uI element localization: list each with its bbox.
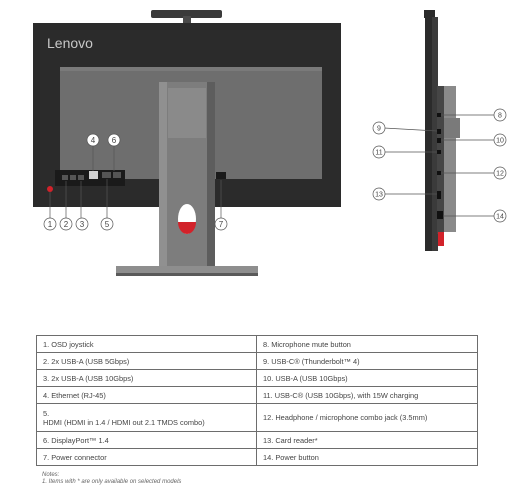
table-row: 7. Power connector 14. Power button [36,448,478,466]
callout-2-label: 2 [64,220,69,229]
side-stand [444,86,456,232]
callout-4 [86,133,100,147]
callout-10 [493,133,507,147]
callout-11 [372,145,386,159]
notes: Notes: 1. Items with * are only availabl… [42,472,181,486]
callout-9-label: 9 [377,126,381,133]
stand-base [116,266,258,276]
displayport-port [113,172,121,178]
callout-13 [372,187,386,201]
table-cell: 5. HDMI (HDMI in 1.4 / HDMI out 2.1 TMDS… [36,403,257,432]
usb-a-port [78,175,84,180]
table-cell: 2. 2x USB-A (USB 5Gbps) [36,352,257,370]
table-row: 3. 2x USB-A (USB 10Gbps) 10. USB-A (USB … [36,369,478,387]
table-cell: 4. Ethernet (RJ-45) [36,386,257,404]
table-cell: 12. Headphone / microphone combo jack (3… [256,403,478,432]
product-illustration: Lenovo [33,10,507,276]
osd-joystick [47,186,53,192]
callout-5-label: 5 [105,220,110,229]
power-connector [216,172,226,179]
callout-5 [100,217,114,231]
table-row: 4. Ethernet (RJ-45) 11. USB-C® (USB 10Gb… [36,386,478,404]
callout-14-label: 14 [496,214,504,221]
callout-1-label: 1 [48,220,53,229]
table-cell: 14. Power button [256,448,478,466]
callout-11-label: 11 [375,150,382,157]
table-cell: 8. Microphone mute button [256,335,478,353]
table-cell: 10. USB-A (USB 10Gbps) [256,369,478,387]
table-row: 2. 2x USB-A (USB 5Gbps) 9. USB-C® (Thund… [36,352,478,370]
callout-10-label: 10 [496,138,504,145]
notes-heading: Notes: [42,472,60,478]
callout-13-label: 13 [375,192,383,199]
callout-8 [493,108,507,122]
callout-7-label: 7 [219,220,224,229]
brand-logo: Lenovo [47,35,93,51]
callout-6 [107,133,121,147]
monitor-side-view: 8 9 10 11 12 13 14 [372,10,507,251]
callout-8-label: 8 [498,113,502,120]
callout-12 [493,166,507,180]
webcam [151,10,222,18]
table-cell: 1. OSD joystick [36,335,257,353]
callout-2 [59,217,73,231]
ethernet-port [89,171,98,179]
callout-14 [493,209,507,223]
power-button [438,232,444,246]
table-cell: 9. USB-C® (Thunderbolt™ 4) [256,352,478,370]
table-cell: 11. USB-C® (USB 10Gbps), with 15W chargi… [256,386,478,404]
table-row: 5. HDMI (HDMI in 1.4 / HDMI out 2.1 TMDS… [36,403,478,432]
monitor-back-view: Lenovo [33,10,341,276]
hdmi-port [102,172,111,178]
table-cell: 13. Card reader* [256,431,478,449]
callout-7 [214,217,228,231]
table-cell: 6. DisplayPort™ 1.4 [36,431,257,449]
callout-1 [43,217,57,231]
table-row: 6. DisplayPort™ 1.4 13. Card reader* [36,431,478,449]
usb-a-port [62,175,68,180]
usb-a-port [70,175,76,180]
table-row: 1. OSD joystick 8. Microphone mute butto… [36,335,478,353]
callout-12-label: 12 [496,171,504,178]
callout-4-label: 4 [91,136,96,145]
callout-6-label: 6 [112,136,117,145]
hdmi-cell-text: 5. HDMI (HDMI in 1.4 / HDMI out 2.1 TMDS… [43,408,205,427]
table-cell: 7. Power connector [36,448,257,466]
notes-line: 1. Items with * are only available on se… [42,479,182,485]
port-spec-table: 1. OSD joystick 8. Microphone mute butto… [36,335,478,466]
callout-3 [75,217,89,231]
table-cell: 3. 2x USB-A (USB 10Gbps) [36,369,257,387]
callout-9 [372,121,386,135]
callout-3-label: 3 [80,220,85,229]
